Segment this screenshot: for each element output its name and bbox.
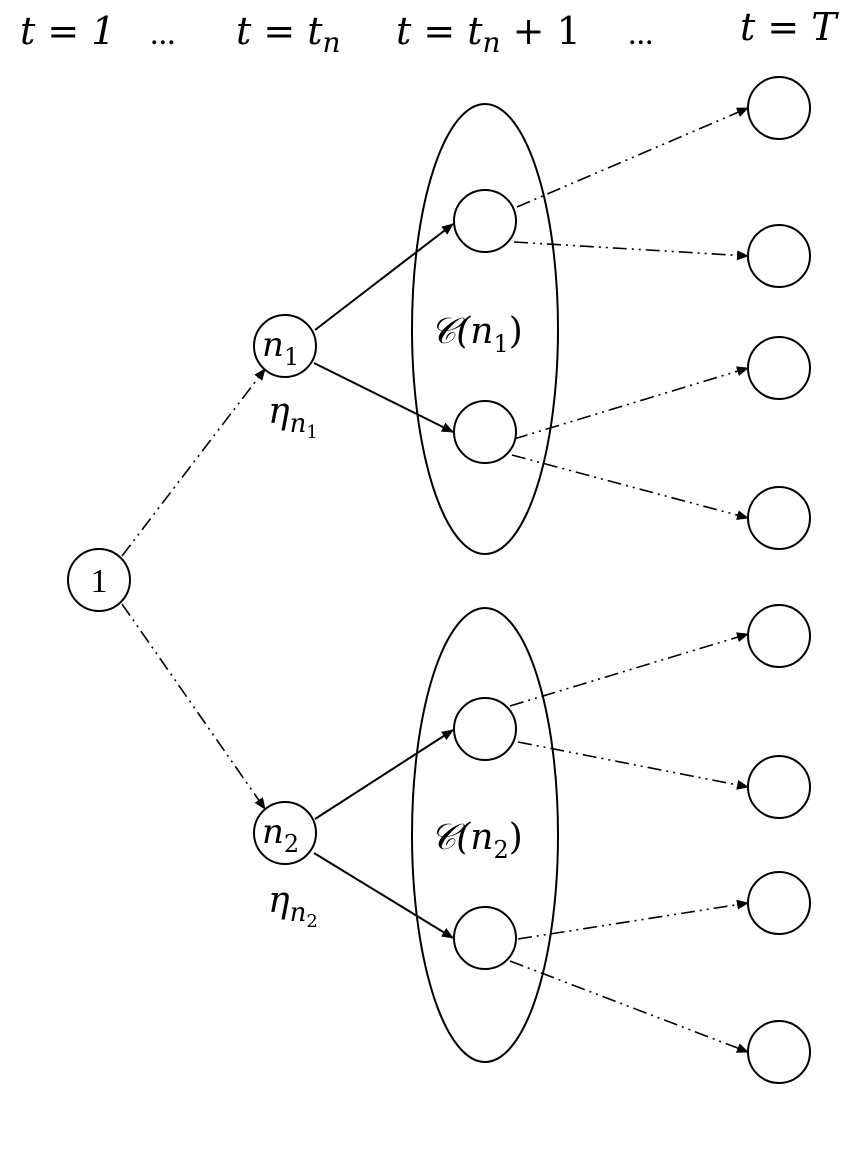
- edge-c12-to-leaf-3: [513, 366, 749, 440]
- node-n2-circle: [253, 801, 317, 865]
- weight-label-eta-n1: ηn1: [268, 391, 318, 443]
- edge-c12-to-leaf-4: [511, 454, 749, 520]
- leaf-node-1: [747, 76, 811, 140]
- leaf-node-7: [747, 871, 811, 935]
- edge-root-to-n1: [121, 368, 266, 557]
- cluster-label-c-n2: 𝒞(n2): [430, 817, 523, 864]
- root-node-label: 1: [91, 563, 108, 600]
- edge-n1-to-child-2: [313, 362, 454, 433]
- stage-label-t1: t = 1: [20, 9, 115, 53]
- stage-label-tn: t = tn: [236, 9, 341, 59]
- stage-label-T: t = T: [740, 5, 839, 49]
- edge-root-to-n2: [121, 603, 266, 810]
- edge-n2-to-child-2: [313, 852, 454, 939]
- leaf-node-6: [747, 755, 811, 819]
- leaf-node-4: [747, 486, 811, 550]
- node-n1-circle: [253, 314, 317, 378]
- child-node-n1-2: [453, 400, 517, 464]
- node-n1-label: n1: [262, 325, 299, 371]
- time-header: t = 1 ... t = tn t = tn + 1 ... t = T: [20, 5, 839, 59]
- edge-c21-to-leaf-6: [517, 741, 749, 790]
- cluster-label-c-n1: 𝒞(n1): [430, 311, 523, 358]
- stage-ellipsis-1: ...: [150, 15, 176, 52]
- edge-n2-to-child-1: [314, 729, 454, 820]
- cluster-ellipse-n1: [411, 103, 559, 555]
- child-node-n2-2: [453, 906, 517, 970]
- leaf-node-3: [747, 336, 811, 400]
- leaf-node-5: [747, 604, 811, 668]
- root-node-circle: [67, 548, 131, 612]
- weight-label-eta-n2: ηn2: [268, 880, 318, 932]
- leaf-node-2: [747, 224, 811, 288]
- node-n2-label: n2: [262, 812, 299, 858]
- edge-c21-to-leaf-5: [509, 632, 749, 707]
- child-node-n1-1: [453, 189, 517, 253]
- edge-c22-to-leaf-7: [517, 899, 749, 940]
- edge-c11-to-leaf-1: [516, 107, 749, 208]
- edge-n1-to-child-1: [314, 223, 454, 331]
- node-n2: n2: [253, 801, 317, 865]
- cluster-ellipse-n2: [411, 607, 559, 1063]
- edge-c11-to-leaf-2: [513, 241, 749, 261]
- node-n1: n1: [253, 314, 317, 378]
- leaf-node-8: [747, 1020, 811, 1084]
- stage-ellipsis-2: ...: [628, 15, 654, 52]
- child-node-n2-1: [453, 697, 517, 761]
- root-node: 1: [67, 548, 131, 612]
- stage-label-tn-plus-1: t = tn + 1: [396, 9, 581, 59]
- edge-c22-to-leaf-8: [509, 960, 749, 1053]
